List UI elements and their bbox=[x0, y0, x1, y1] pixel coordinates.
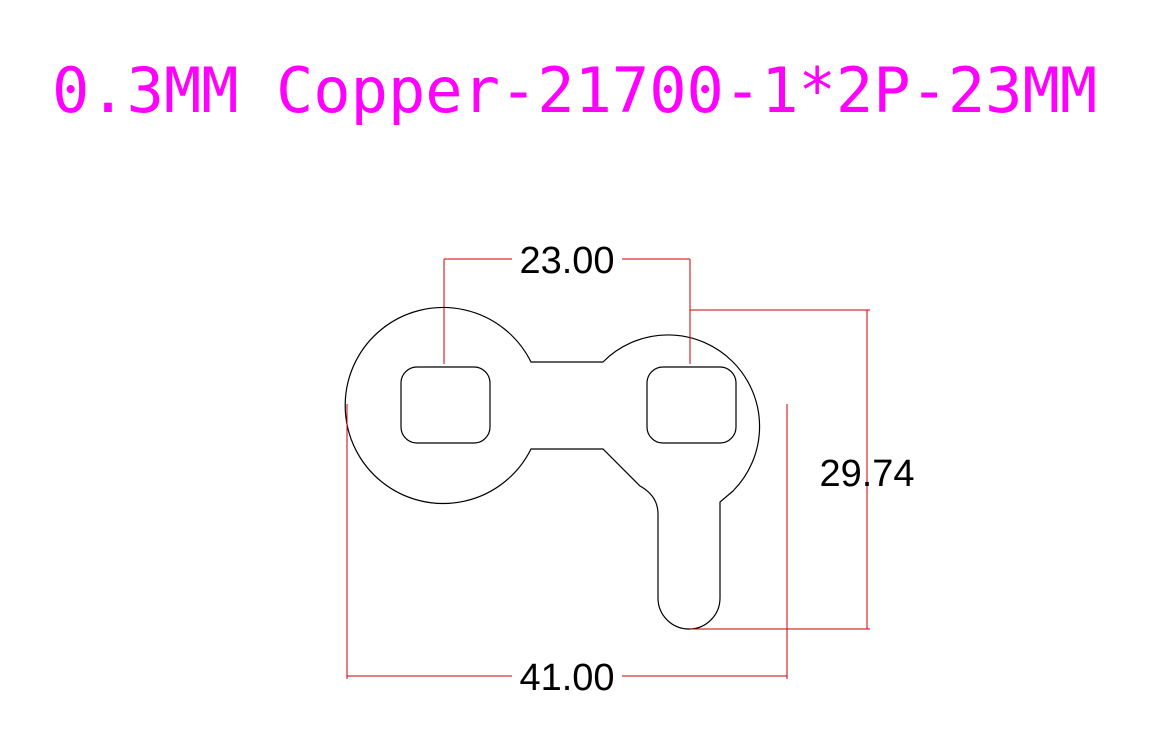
outer-contour bbox=[344, 306, 761, 630]
dim-bottom-width-label: 41.00 bbox=[519, 657, 614, 699]
right-window bbox=[646, 366, 737, 444]
dim-top-width-label: 23.00 bbox=[519, 240, 614, 282]
part-outline bbox=[344, 306, 761, 630]
dim-height-label: 29.74 bbox=[819, 453, 914, 495]
dimension-labels: 23.00 29.74 41.00 bbox=[519, 240, 914, 699]
drawing-title: 0.3MM Copper-21700-1*2P-23MM bbox=[52, 54, 1098, 127]
dimension-lines bbox=[346, 258, 870, 679]
left-window bbox=[400, 366, 491, 444]
